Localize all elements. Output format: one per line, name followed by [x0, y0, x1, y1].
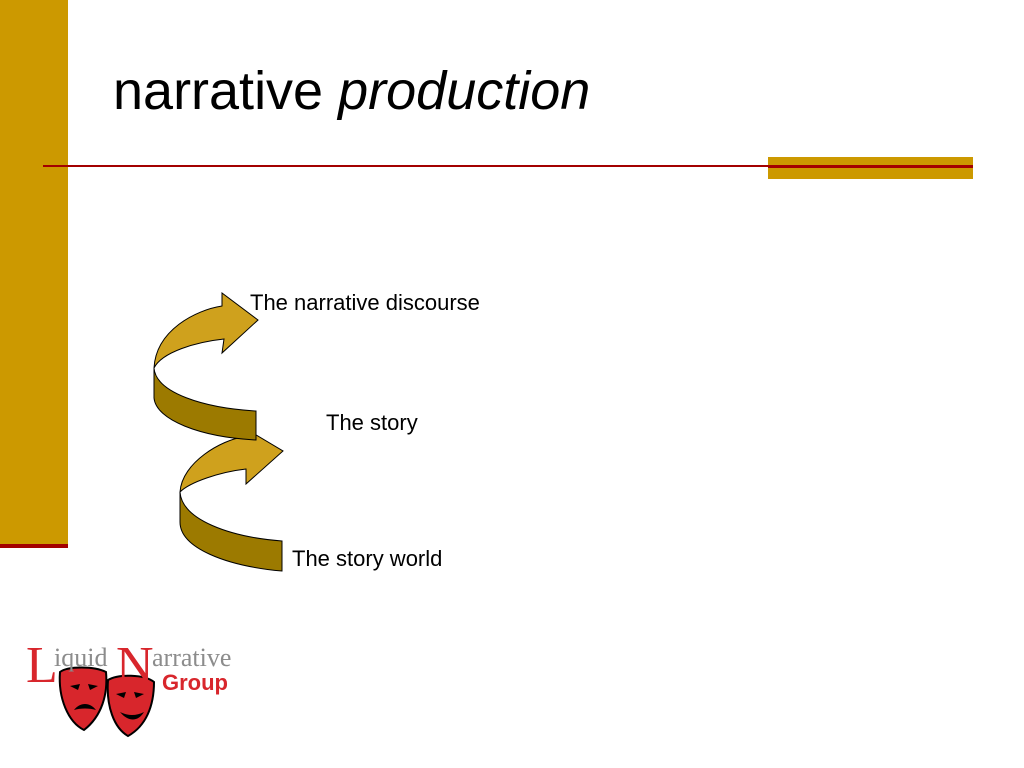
slide-title-italic: production [338, 61, 591, 121]
title-rule [43, 165, 973, 167]
logo-word-group: Group [162, 670, 228, 695]
theater-masks-icon [58, 666, 156, 738]
logo-initial-n: N [116, 637, 154, 694]
logo-initial-l: L [26, 637, 58, 694]
lower-curved-arrow [179, 421, 284, 572]
title-accent-line [768, 165, 973, 168]
slide-title: narrative production [113, 64, 590, 118]
upper-arrow-body [153, 292, 259, 369]
liquid-narrative-logo: L iquid N arrative Group [26, 637, 231, 738]
label-story-world: The story world [292, 546, 443, 571]
title-accent-block [768, 157, 973, 179]
lower-arrow-side [179, 491, 283, 572]
logo-word-arrative: arrative [152, 643, 231, 672]
lower-arrow-body [179, 421, 284, 494]
logo-word-iquid: iquid [54, 643, 107, 672]
slide-title-plain: narrative [113, 61, 339, 121]
left-accent-bar-base [0, 544, 68, 548]
upper-arrow-side [153, 367, 257, 441]
left-accent-bar [0, 0, 68, 545]
label-story: The story [326, 410, 418, 435]
label-narrative-discourse: The narrative discourse [250, 290, 480, 315]
upper-curved-arrow [153, 292, 259, 441]
